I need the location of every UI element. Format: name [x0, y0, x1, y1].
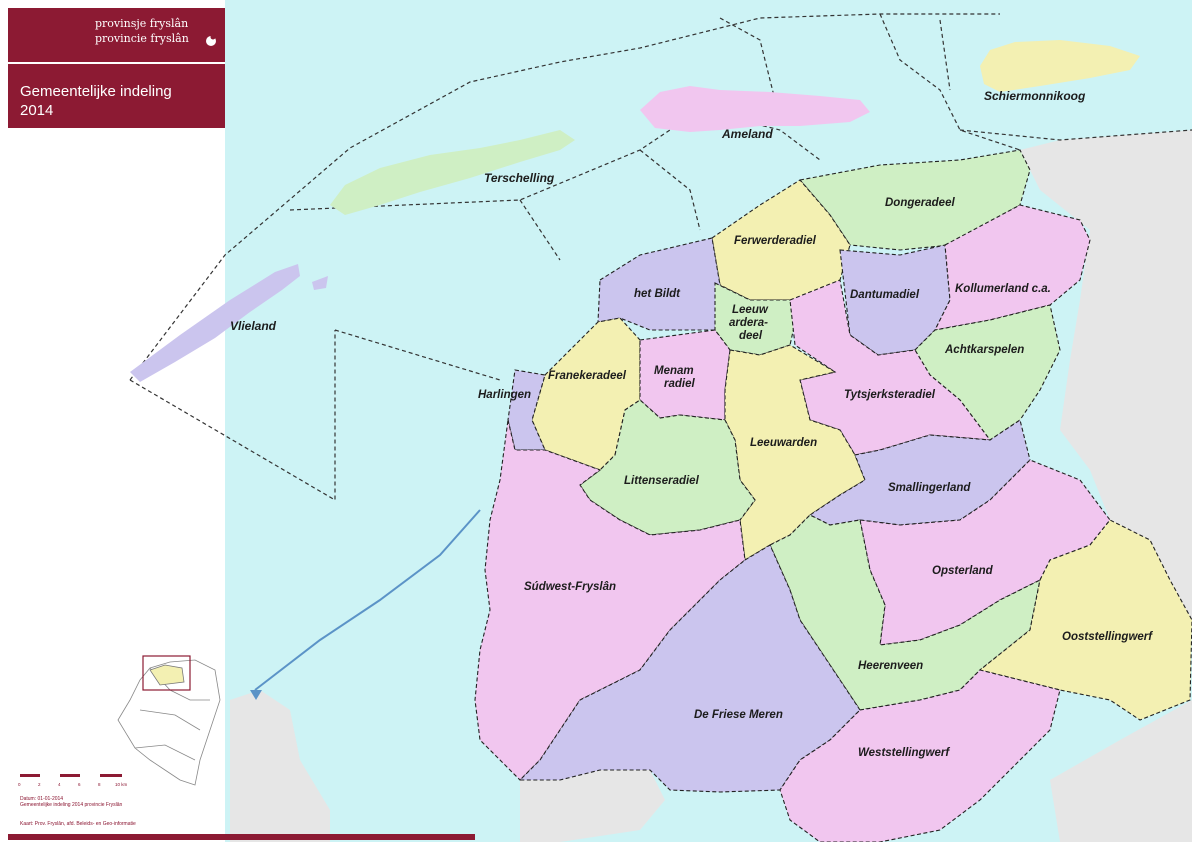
municipalities	[474, 149, 1192, 842]
label-sudwest-fryslan: Súdwest-Fryslân	[524, 581, 616, 593]
dike-sluice-icon	[250, 690, 262, 700]
scale-tick-2: 2	[38, 782, 41, 787]
label-ferwerderadiel: Ferwerderadiel	[734, 235, 817, 247]
header-banner: provinsje fryslân provincie fryslân Geme…	[8, 8, 225, 128]
label-menameradiel-1: Menam	[654, 365, 694, 377]
bottom-rule	[8, 834, 475, 840]
scale-tick-6: 6	[78, 782, 81, 787]
label-leeuwarderadeel-1: Leeuw	[732, 304, 769, 316]
label-opsterland: Opsterland	[932, 565, 994, 577]
label-ameland: Ameland	[721, 127, 773, 141]
label-weststellingwerf: Weststellingwerf	[858, 747, 950, 759]
label-kollumerland: Kollumerland c.a.	[955, 283, 1051, 295]
sea-boundaries	[129, 13, 1192, 502]
label-achtkarspelen: Achtkarspelen	[944, 344, 1024, 356]
label-leeuwarderadeel-3: deel	[739, 330, 763, 342]
island-ameland	[640, 86, 870, 132]
island-vlieland	[130, 264, 300, 382]
inset-netherlands-map	[117, 655, 221, 786]
scale-tick-0: 0	[18, 782, 21, 787]
muni-heerenveen	[769, 514, 1041, 711]
muni-kollumerland	[934, 204, 1091, 331]
scale-tick-10: 10 km	[115, 782, 128, 787]
land-south	[520, 770, 665, 842]
map-title-line-2: 2014	[20, 102, 53, 119]
pear-logo-icon	[206, 34, 216, 46]
scale-tick-4: 4	[58, 782, 61, 787]
label-harlingen: Harlingen	[478, 389, 531, 401]
muni-weststellingwerf	[779, 669, 1061, 842]
label-littenseradiel: Littenseradiel	[624, 475, 700, 487]
label-het-bildt: het Bildt	[634, 288, 681, 300]
brand-bar	[8, 8, 225, 62]
land-east	[1020, 130, 1192, 842]
island-vlieland-tip	[312, 276, 328, 290]
brand-line-2: provincie fryslân	[95, 32, 189, 45]
label-dongeradeel: Dongeradeel	[885, 197, 955, 209]
label-vlieland: Vlieland	[230, 319, 277, 333]
label-schiermonnikoog: Schiermonnikoog	[984, 89, 1086, 103]
credit-line: Kaart: Prov. Fryslân, afd. Beleids- en G…	[20, 821, 136, 827]
left-panel	[0, 0, 225, 842]
label-heerenveen: Heerenveen	[858, 660, 923, 672]
label-smallingerland: Smallingerland	[888, 482, 971, 494]
title-bar	[8, 64, 225, 128]
label-franekeradeel: Franekeradeel	[548, 370, 627, 382]
date-line: Datum: 01-01-2014	[20, 796, 63, 802]
label-terschelling: Terschelling	[484, 171, 555, 185]
label-ooststellingwerf: Ooststellingwerf	[1062, 631, 1153, 643]
label-menameradiel-2: radiel	[664, 378, 695, 390]
label-dantumadiel: Dantumadiel	[850, 289, 920, 301]
land-southwest	[230, 690, 330, 842]
muni-de-friese-meren	[518, 544, 861, 793]
scale-bar: 0 2 4 6 8 10 km	[18, 774, 128, 787]
brand-line-1: provinsje fryslân	[95, 17, 188, 30]
label-de-friese-meren: De Friese Meren	[694, 709, 783, 721]
island-terschelling	[330, 130, 575, 215]
label-leeuwarden: Leeuwarden	[750, 437, 817, 449]
label-leeuwarderadeel-2: ardera-	[729, 317, 768, 329]
afsluitdijk	[254, 509, 481, 691]
island-schiermonnikoog	[980, 40, 1140, 92]
scale-tick-8: 8	[98, 782, 101, 787]
map-title-line-1: Gemeentelijke indeling	[20, 83, 172, 100]
source-line: Gemeentelijke indeling 2014 provincie Fr…	[20, 802, 122, 808]
muni-het-bildt	[597, 237, 721, 331]
label-tytsjerksteradiel: Tytsjerksteradiel	[844, 389, 936, 401]
